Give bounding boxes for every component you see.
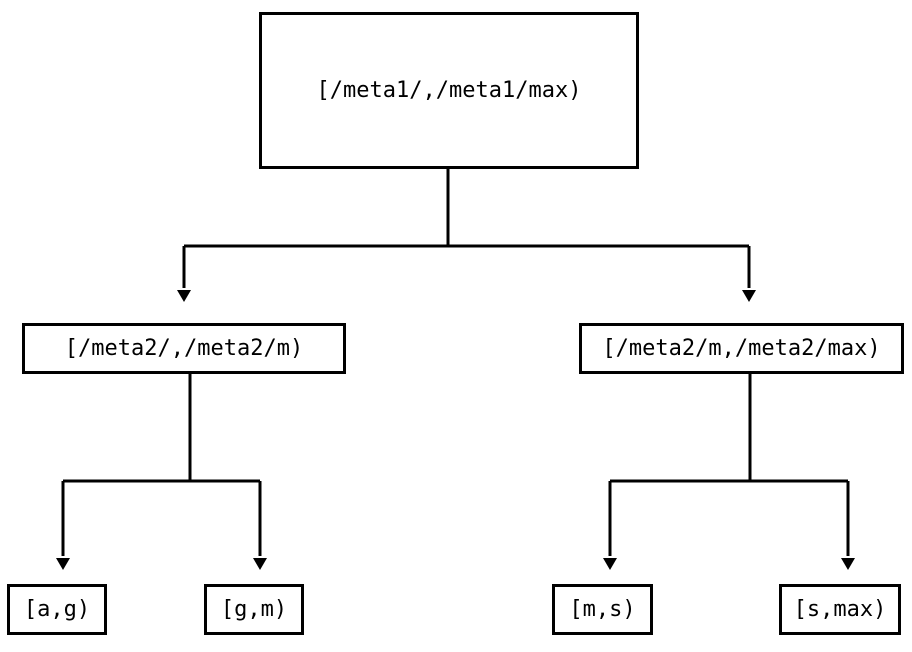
- arrowhead-to-leaf-3: [603, 558, 617, 570]
- edge-mid-right-to-leaves: [603, 374, 855, 570]
- tree-node-leaf-3: [m,s): [552, 584, 653, 635]
- tree-node-leaf-2: [g,m): [204, 584, 304, 635]
- arrowhead-to-leaf-1: [56, 558, 70, 570]
- edge-root-to-mid-level: [177, 169, 756, 302]
- tree-node-root: [/meta1/,/meta1/max): [259, 12, 639, 169]
- tree-node-leaf-4: [s,max): [779, 584, 901, 635]
- tree-node-leaf-1: [a,g): [7, 584, 107, 635]
- arrowhead-to-leaf-2: [253, 558, 267, 570]
- tree-node-mid-right: [/meta2/m,/meta2/max): [579, 323, 904, 374]
- arrowhead-to-leaf-4: [841, 558, 855, 570]
- edge-mid-left-to-leaves: [56, 374, 267, 570]
- arrowhead-to-mid-left: [177, 290, 191, 302]
- arrowhead-to-mid-right: [742, 290, 756, 302]
- tree-node-mid-left: [/meta2/,/meta2/m): [22, 323, 346, 374]
